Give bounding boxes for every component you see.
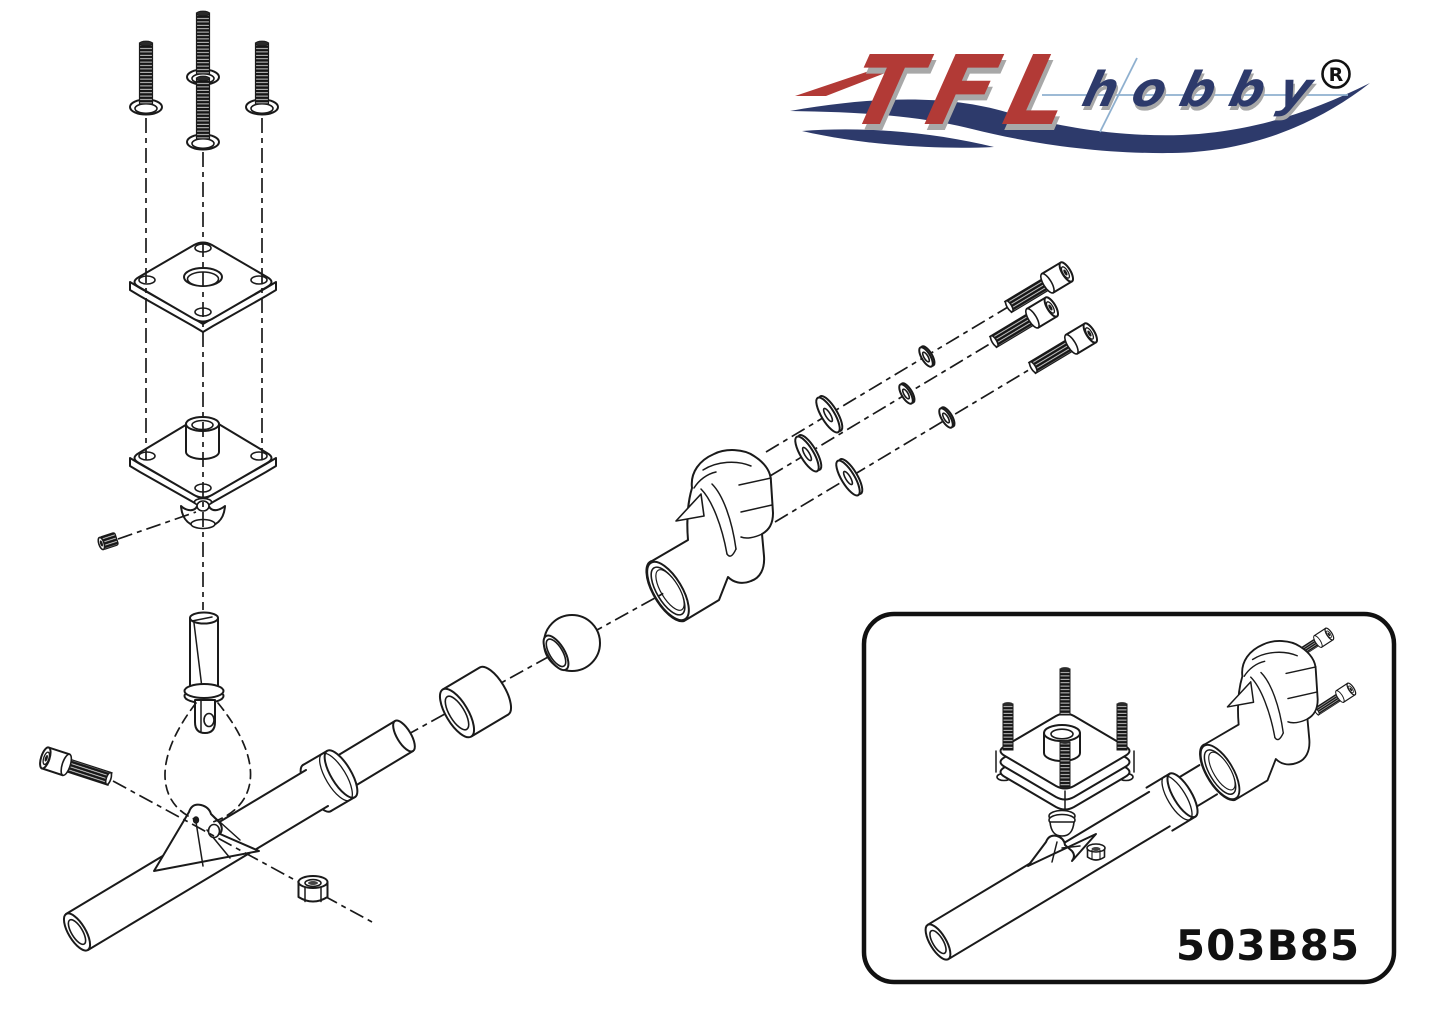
clevis-hole bbox=[203, 712, 215, 728]
set-screw bbox=[97, 532, 119, 551]
registered-letter: R bbox=[1329, 64, 1344, 86]
logo-brand-shadow: TFL bbox=[842, 41, 1098, 152]
flat-washer-2 bbox=[790, 430, 827, 476]
logo: TFL TFL hobby hobby R bbox=[790, 35, 1370, 154]
bushing-ring bbox=[438, 665, 513, 739]
assembled-view bbox=[924, 626, 1358, 961]
mount-screw-3 bbox=[186, 75, 220, 151]
logo-brand-text: TFL bbox=[839, 35, 1095, 146]
ball-bushing bbox=[542, 614, 601, 672]
strut-tube bbox=[62, 719, 416, 952]
part-number: 503B85 bbox=[1176, 921, 1360, 970]
registered-trademark-icon: R bbox=[1321, 59, 1351, 89]
logo-swoosh-crescent bbox=[802, 129, 994, 148]
logo-swoosh bbox=[790, 83, 1370, 154]
drive-housing bbox=[638, 449, 774, 628]
mount-screw-1 bbox=[129, 40, 163, 116]
flat-washer-3 bbox=[831, 454, 868, 500]
centerline-clamp-screw-3 bbox=[774, 367, 1033, 523]
flat-washer-1 bbox=[811, 391, 848, 437]
lock-nut bbox=[297, 875, 329, 903]
strut-bracket bbox=[153, 803, 260, 872]
centerline-clamp-screw-1 bbox=[765, 306, 1009, 453]
clamp-cap-screw-3 bbox=[1024, 320, 1101, 379]
swing-arc-right bbox=[212, 702, 252, 823]
centerline-bracket-bolt bbox=[112, 780, 373, 923]
logo-suffix-text: hobby bbox=[1077, 63, 1333, 118]
centerline-drive-axis bbox=[404, 592, 665, 737]
mount-screw-2 bbox=[186, 10, 220, 86]
inset-box: 503B85 bbox=[861, 611, 1397, 985]
logo-accent-diagonal bbox=[1099, 57, 1138, 133]
logo-speed-stripe bbox=[795, 63, 911, 96]
centerline-set-screw bbox=[117, 511, 197, 540]
logo-suffix-shadow: hobby bbox=[1079, 67, 1335, 122]
bracket-cap-screw bbox=[36, 745, 116, 791]
bracket-screw-hole bbox=[192, 816, 200, 824]
swing-arc-left bbox=[164, 702, 197, 820]
pivot-post bbox=[183, 611, 225, 734]
lock-washer-2 bbox=[895, 380, 919, 407]
mount-screw-4 bbox=[245, 40, 279, 116]
assembled-lock-nut bbox=[1086, 843, 1106, 861]
lock-washer-1 bbox=[915, 343, 939, 370]
assembled-mount bbox=[995, 667, 1135, 837]
lock-washer-3 bbox=[935, 404, 959, 431]
plate-boss bbox=[185, 423, 220, 460]
